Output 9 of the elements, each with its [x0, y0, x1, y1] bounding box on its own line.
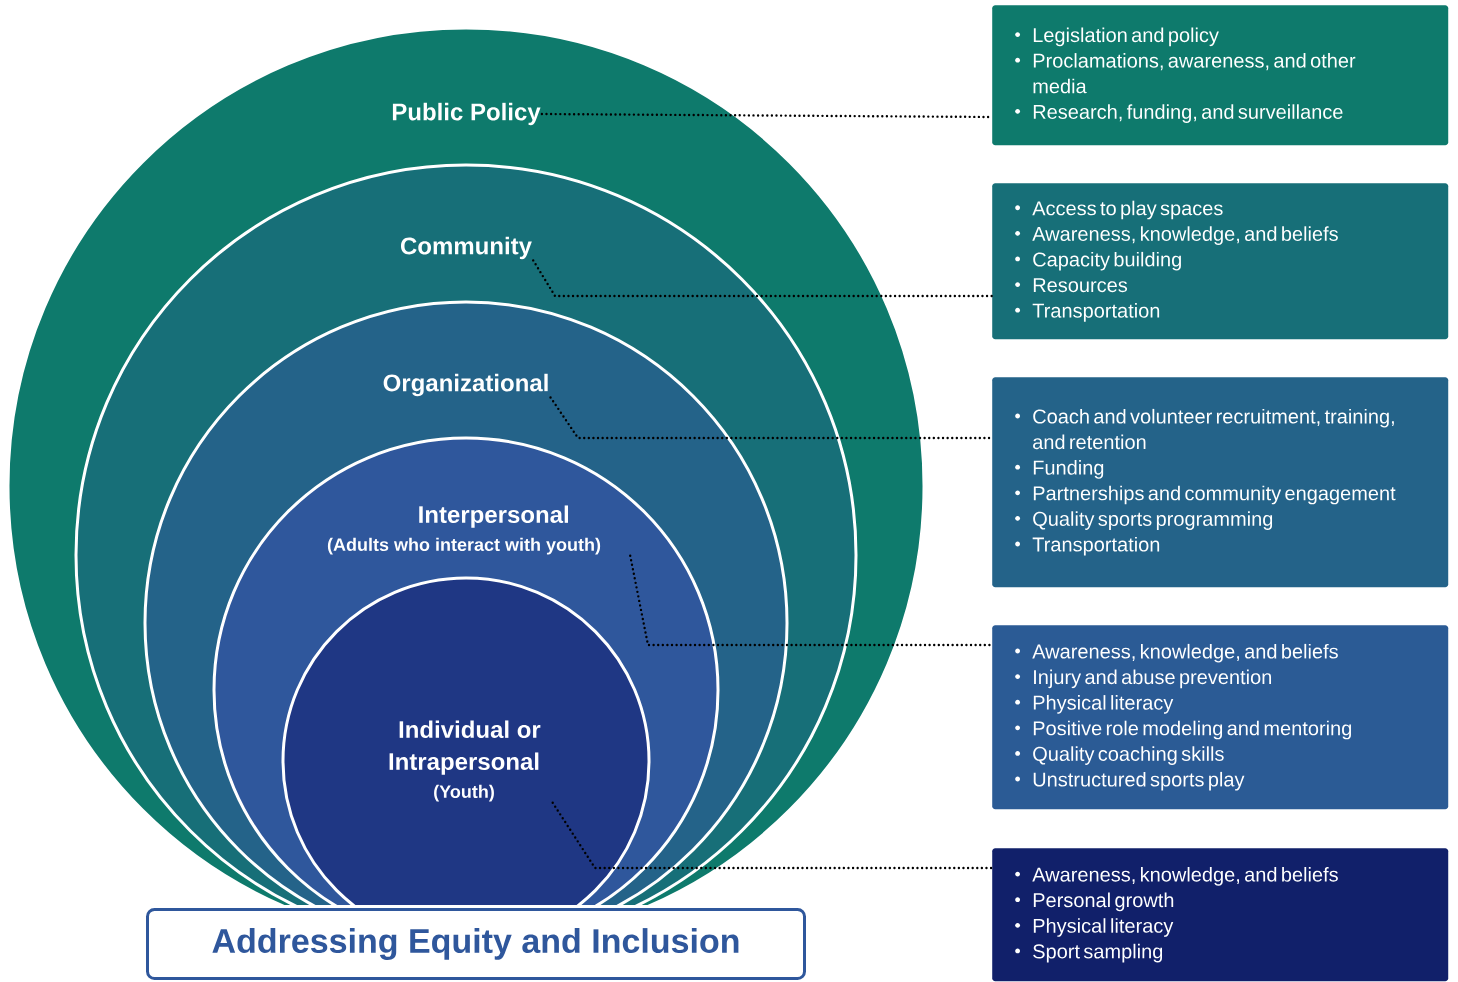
list-box: Awareness, knowledge, and beliefs Injury and abuse prevention Physical literacy Positive role modeling and mentoring Quality coaching skills Unstructured sports play	[992, 625, 1449, 810]
leader-line	[532, 259, 994, 298]
list-box: Awareness, knowledge, and beliefs Personal growth Physical literacy Sport sampling	[992, 848, 1449, 982]
list-box: Coach and volunteer recruitment, training, and retention Funding Partnerships and community engagement Quality sports programming Transportation	[992, 377, 1449, 588]
list-box: Access to play spaces Awareness, knowledge, and beliefs Capacity building Resources Transportation	[992, 183, 1449, 340]
title-banner: Addressing Equity and Inclusion	[146, 908, 806, 980]
list-box: Legislation and policy Proclamations, awareness, and other media Research, funding, and surveillance	[992, 5, 1449, 146]
leader-line	[551, 801, 994, 870]
circle-layer: Individual or Intrapersonal (Youth)	[281, 576, 651, 905]
